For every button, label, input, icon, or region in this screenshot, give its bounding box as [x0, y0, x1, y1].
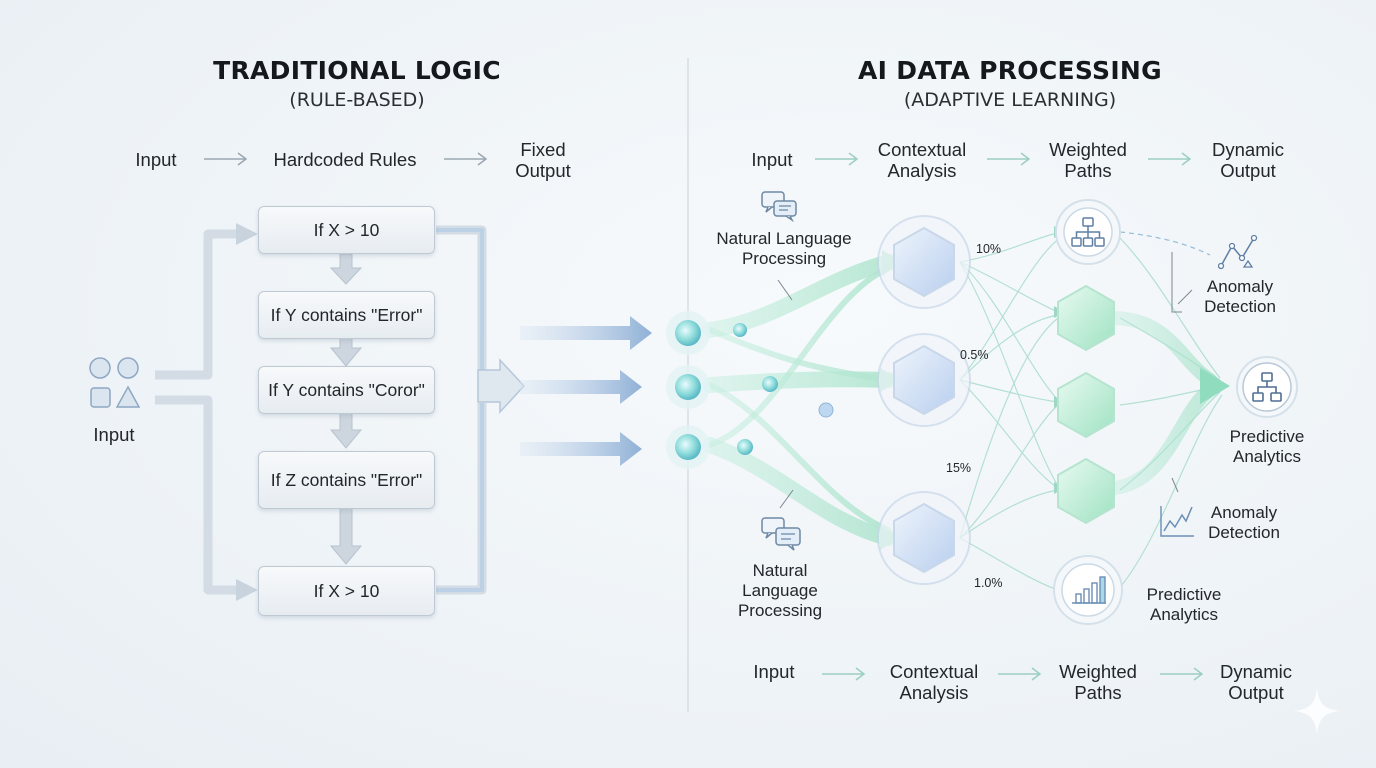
ai-flow-bottom-weighted: Weighted Paths — [1059, 661, 1137, 703]
weight-label-2: 0.5% — [960, 348, 989, 362]
ai-flow-bottom-dynamic: Dynamic Output — [1220, 661, 1292, 703]
rule-box-4: If Z contains "Error" — [258, 451, 435, 509]
weight-label-1: 10% — [976, 242, 1002, 256]
chat-icon — [761, 191, 797, 222]
bar-chart-icon — [1072, 576, 1106, 604]
nlp-top-label: Natural Language Processing — [716, 229, 852, 268]
trend-chart-icon — [1160, 506, 1194, 537]
ai-flow-contextual: Contextual Analysis — [877, 139, 967, 181]
traditional-title: TRADITIONAL LOGIC — [213, 56, 501, 85]
ai-flow-bottom-input: Input — [753, 661, 795, 682]
rule-box-2: If Y contains "Error" — [258, 291, 435, 339]
rule-box-5: If X > 10 — [258, 566, 435, 616]
network-icon — [1071, 217, 1105, 247]
traditional-subtitle: (RULE-BASED) — [289, 89, 425, 111]
shapes-icon — [89, 357, 141, 408]
weight-label-3: 15% — [946, 461, 972, 475]
flow-fixed-output-label: Fixed Output — [515, 139, 571, 181]
ai-subtitle: (ADAPTIVE LEARNING) — [903, 89, 1117, 111]
weight-label-4: 1.0% — [974, 576, 1003, 590]
ai-flow-weighted: Weighted Paths — [1049, 139, 1127, 181]
nlp-bottom-label: Natural Language Processing — [737, 561, 823, 620]
anomaly-chart-icon — [1218, 234, 1258, 270]
anomaly-bottom-label: Anomaly Detection — [1208, 503, 1280, 542]
predictive-bottom-label: Predictive Analytics — [1146, 585, 1222, 624]
flow-rules-label: Hardcoded Rules — [273, 149, 417, 170]
ai-title: AI DATA PROCESSING — [858, 56, 1162, 85]
ai-flow-dynamic: Dynamic Output — [1212, 139, 1284, 181]
anomaly-top-label: Anomaly Detection — [1204, 277, 1276, 316]
left-input-label: Input — [93, 424, 135, 445]
rule-box-3: If Y contains "Coror" — [258, 366, 435, 414]
predictive-main-label: Predictive Analytics — [1229, 427, 1305, 466]
ai-flow-input: Input — [751, 149, 793, 170]
rule-box-1: If X > 10 — [258, 206, 435, 254]
ai-flow-bottom-contextual: Contextual Analysis — [889, 661, 979, 703]
flow-input-label: Input — [135, 149, 177, 170]
hierarchy-icon — [1252, 372, 1282, 402]
sparkle-icon — [1294, 688, 1340, 734]
chat-icon-bottom — [761, 517, 801, 551]
